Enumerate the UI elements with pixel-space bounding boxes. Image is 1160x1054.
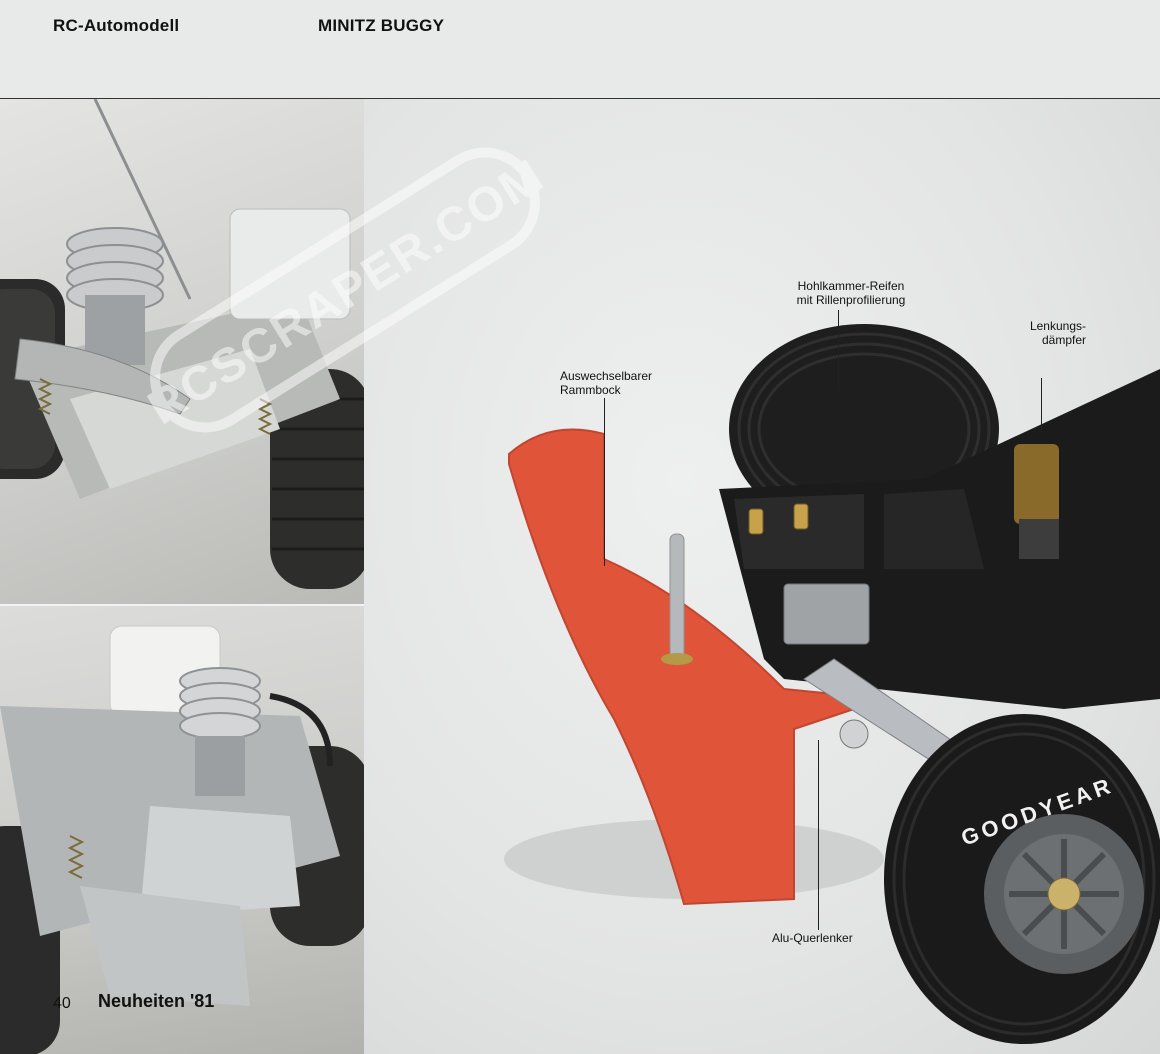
model-title: MINITZ BUGGY: [318, 16, 445, 35]
callout-rammbock-line2: Rammbock: [560, 383, 621, 397]
leader-lenkung: [1041, 378, 1042, 433]
engine-photo-top: [0, 99, 364, 606]
section-label: RC-Automodell: [53, 16, 180, 35]
callout-lenkung-line2: dämpfer: [1041, 333, 1086, 347]
engine-photo-bottom: [0, 606, 364, 1054]
callout-lenkung: Lenkungs- dämpfer: [1000, 319, 1086, 347]
page-number: 40: [53, 995, 71, 1012]
leader-reifen: [838, 310, 839, 390]
footer-title: Neuheiten '81: [98, 991, 215, 1011]
callout-rammbock: Auswechselbarer Rammbock: [551, 369, 661, 397]
callout-querlenker: Alu-Querlenker: [772, 931, 853, 945]
callout-reifen-line1: Hohlkammer-Reifen: [797, 279, 905, 293]
callout-rammbock-line1: Auswechselbarer: [559, 369, 653, 383]
leader-querlenker: [818, 740, 819, 930]
callout-reifen-line2: mit Rillenprofilierung: [796, 293, 906, 307]
leader-rammbock: [604, 398, 605, 566]
callout-reifen: Hohlkammer-Reifen mit Rillenprofilierung: [781, 279, 921, 307]
buggy-front-photo: GOODYEAR: [364, 99, 1160, 1054]
header-divider: [0, 98, 1160, 99]
callout-lenkung-line1: Lenkungs-: [1029, 319, 1086, 333]
